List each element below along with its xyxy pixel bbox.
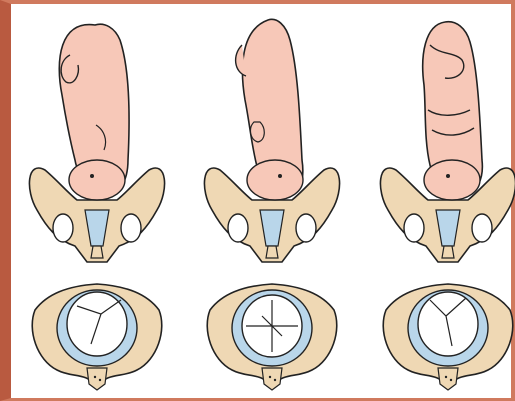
panel-fetus-1 (29, 24, 164, 262)
panel-fetus-2 (204, 19, 339, 262)
panel-inlet-1 (32, 284, 162, 390)
panel-fetus-3 (380, 22, 515, 262)
fetal-head (247, 160, 303, 200)
panel-inlet-2 (207, 284, 337, 390)
fetal-head (424, 160, 480, 200)
panel-inlet-3 (383, 284, 513, 390)
fetal-head (69, 160, 125, 200)
